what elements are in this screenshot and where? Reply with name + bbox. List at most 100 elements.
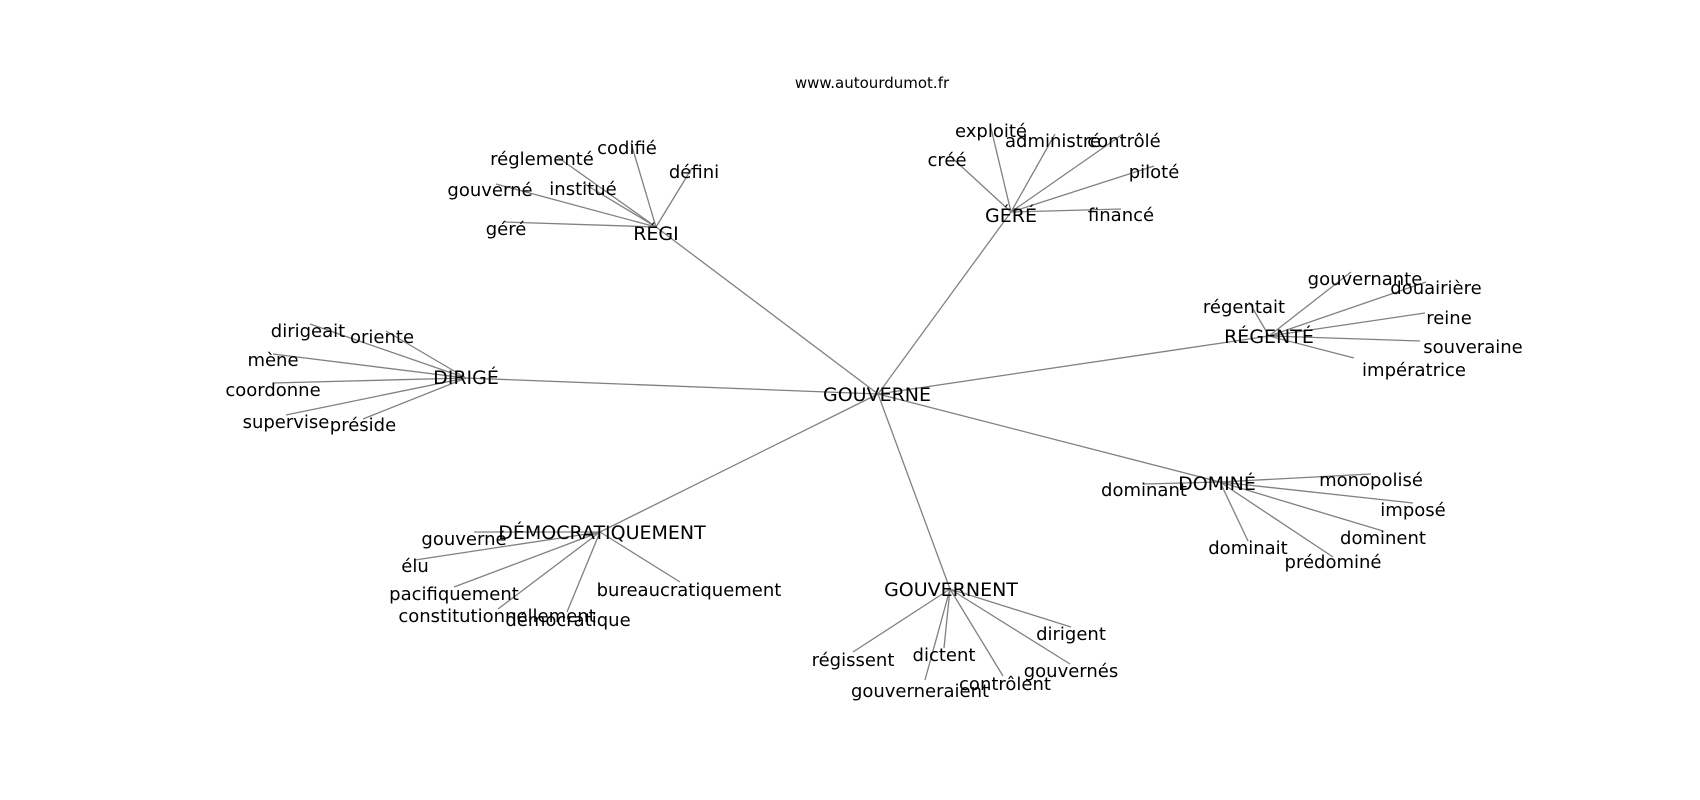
leaf-word-dirige-3: coordonne (225, 380, 320, 401)
center-word: GOUVERNE (823, 384, 931, 406)
edge-dirige-leaf-1 (385, 330, 467, 379)
edge-center-regente (877, 335, 1270, 395)
edge-gere-leaf-4 (1010, 165, 1155, 213)
edge-center-democratiquement (599, 393, 879, 533)
site-watermark: www.autourdumot.fr (795, 74, 950, 92)
edge-center-domine (877, 393, 1221, 483)
hub-word-domine: DOMINÉ (1178, 472, 1256, 495)
edge-gere-leaf-1 (1010, 133, 1056, 213)
edge-regi-leaf-3 (582, 182, 657, 228)
leaf-word-democratiquement-3: constitutionnellement (398, 606, 595, 627)
edge-regente-leaf-3 (1268, 312, 1426, 337)
edge-democratiquement-leaf-1 (414, 531, 601, 561)
edge-regente-leaf-1 (1268, 281, 1427, 337)
hub-word-democratiquement: DÉMOCRATIQUEMENT (498, 521, 706, 544)
edge-gouvernent-leaf-3 (949, 588, 1071, 665)
edge-domine-leaf-1 (1219, 473, 1372, 483)
leaf-word-regi-0: réglementé (490, 149, 594, 170)
leaf-word-dirige-1: oriente (350, 327, 414, 348)
hub-word-dirige: DIRIGÉ (433, 366, 499, 389)
edge-regente-leaf-5 (1268, 335, 1355, 359)
edge-gere-leaf-0 (989, 123, 1012, 213)
leaf-word-gouvernent-4: contrôlent (959, 674, 1051, 695)
edge-regi-leaf-2 (655, 167, 693, 228)
leaf-word-dirige-0: dirigeait (271, 321, 345, 342)
leaf-word-gouvernent-0: régissent (812, 650, 895, 671)
leaf-word-regi-3: institué (549, 179, 616, 200)
leaf-word-gere-5: financé (1088, 205, 1154, 226)
edge-dirige-leaf-3 (272, 377, 467, 384)
edge-domine-leaf-2 (1219, 481, 1414, 504)
edge-gouvernent-leaf-1 (943, 588, 951, 649)
edge-democratiquement-leaf-2 (453, 531, 601, 588)
edge-domine-leaf-3 (1219, 481, 1384, 532)
edge-dirige-leaf-0 (309, 323, 467, 379)
edge-regente-leaf-2 (1248, 301, 1270, 337)
edge-gouvernent-leaf-5 (924, 588, 951, 681)
edge-domine-leaf-5 (1219, 481, 1334, 558)
leaf-word-regente-5: impératrice (1362, 360, 1466, 381)
leaf-word-domine-1: monopolisé (1319, 470, 1423, 491)
hub-word-regi: RÉGI (633, 222, 679, 245)
leaf-word-regi-2: défini (669, 162, 719, 183)
edge-democratiquement-leaf-5 (599, 531, 681, 583)
leaf-word-regente-0: gouvernante (1308, 269, 1423, 290)
leaf-word-democratiquement-1: élu (401, 556, 428, 577)
leaf-word-regi-5: géré (486, 219, 527, 240)
hub-word-gere: GÉRÉ (985, 204, 1037, 227)
edge-gere-leaf-3 (948, 154, 1012, 213)
edge-dirige-leaf-2 (272, 353, 467, 379)
leaf-word-regente-1: douairière (1390, 278, 1481, 299)
leaf-word-dirige-2: mène (247, 350, 298, 371)
leaf-word-gere-1: administré (1005, 131, 1101, 152)
edge-center-gere (877, 211, 1012, 395)
edge-regente-leaf-4 (1268, 335, 1421, 342)
leaf-word-gouvernent-2: dirigent (1036, 624, 1106, 645)
leaf-word-gere-3: créé (927, 150, 966, 171)
edge-regente-leaf-0 (1268, 271, 1352, 337)
leaf-word-dirige-4: supervise (243, 412, 330, 433)
edge-gere-leaf-5 (1010, 208, 1122, 213)
leaf-word-domine-3: dominent (1340, 528, 1426, 549)
leaf-word-democratiquement-2: pacifiquement (389, 584, 519, 605)
leaf-word-regente-2: régentait (1203, 297, 1285, 318)
leaf-word-regi-4: gouverné (447, 180, 532, 201)
leaf-word-gere-2: contrôlé (1087, 131, 1160, 152)
edge-democratiquement-leaf-3 (497, 531, 601, 610)
edge-regi-leaf-4 (495, 183, 657, 228)
edge-center-gouvernent (877, 393, 951, 590)
edge-regi-leaf-5 (504, 221, 657, 228)
leaf-word-gere-4: piloté (1129, 162, 1180, 183)
leaf-word-domine-4: dominait (1208, 538, 1287, 559)
edge-dirige-leaf-5 (362, 377, 467, 420)
leaf-word-gere-0: exploité (955, 121, 1027, 142)
leaf-word-domine-5: prédominé (1285, 552, 1382, 573)
leaf-word-domine-0: dominant (1101, 480, 1187, 501)
leaf-word-regente-4: souveraine (1423, 337, 1522, 358)
leaf-word-gouvernent-5: gouverneraient (851, 681, 989, 702)
edge-gouvernent-leaf-4 (949, 588, 1004, 677)
leaf-word-democratiquement-0: gouverné (421, 529, 506, 550)
edge-democratiquement-leaf-4 (566, 531, 601, 613)
leaf-word-regi-1: codifié (597, 138, 657, 159)
edge-domine-leaf-4 (1219, 481, 1249, 542)
edge-regi-leaf-0 (555, 155, 657, 228)
leaf-word-regente-3: reine (1426, 308, 1472, 329)
edge-domine-leaf-0 (1143, 481, 1221, 485)
edge-dirige-leaf-4 (285, 377, 467, 416)
edge-center-dirige (465, 377, 879, 395)
edge-gouvernent-leaf-0 (852, 588, 951, 653)
edge-gouvernent-leaf-2 (949, 588, 1072, 628)
leaf-word-dirige-5: préside (330, 415, 396, 436)
leaf-word-gouvernent-3: gouvernés (1024, 661, 1119, 682)
leaf-word-gouvernent-1: dictent (913, 645, 976, 666)
leaf-word-democratiquement-5: bureaucratiquement (597, 580, 782, 601)
edge-center-regi (655, 226, 879, 395)
leaf-word-domine-2: imposé (1380, 500, 1445, 521)
edge-gere-leaf-2 (1010, 133, 1124, 213)
edge-regi-leaf-1 (630, 142, 657, 228)
hub-word-regente: RÉGENTÉ (1224, 325, 1314, 348)
hub-word-gouvernent: GOUVERNENT (884, 579, 1018, 601)
